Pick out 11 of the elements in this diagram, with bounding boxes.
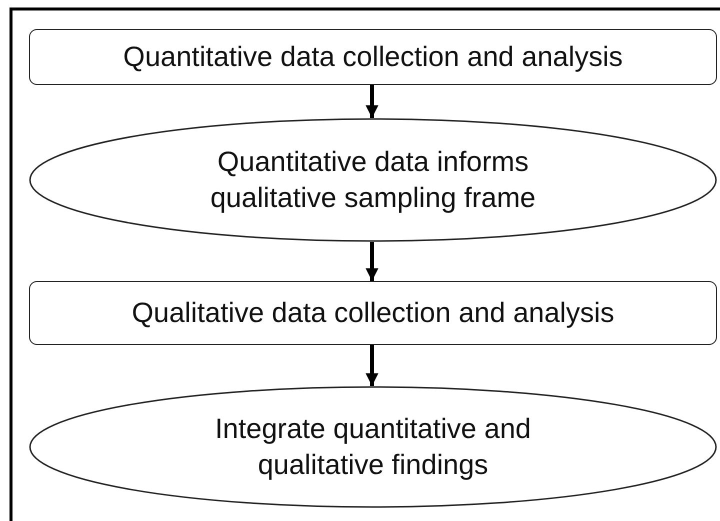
node-label: Quantitative data collection and analysis bbox=[123, 40, 623, 74]
process-box bbox=[29, 281, 717, 345]
process-box bbox=[29, 29, 717, 85]
node-label: Qualitative data collection and analysis bbox=[132, 296, 614, 330]
node-label: Integrate quantitative and qualitative findings bbox=[214, 412, 532, 482]
node-label: Quantitative data informs qualitative sampling frame bbox=[209, 144, 537, 215]
process-ellipse bbox=[29, 118, 717, 242]
arrow bbox=[366, 345, 378, 386]
arrow bbox=[366, 85, 378, 118]
process-ellipse bbox=[29, 386, 717, 508]
arrow bbox=[366, 242, 378, 281]
